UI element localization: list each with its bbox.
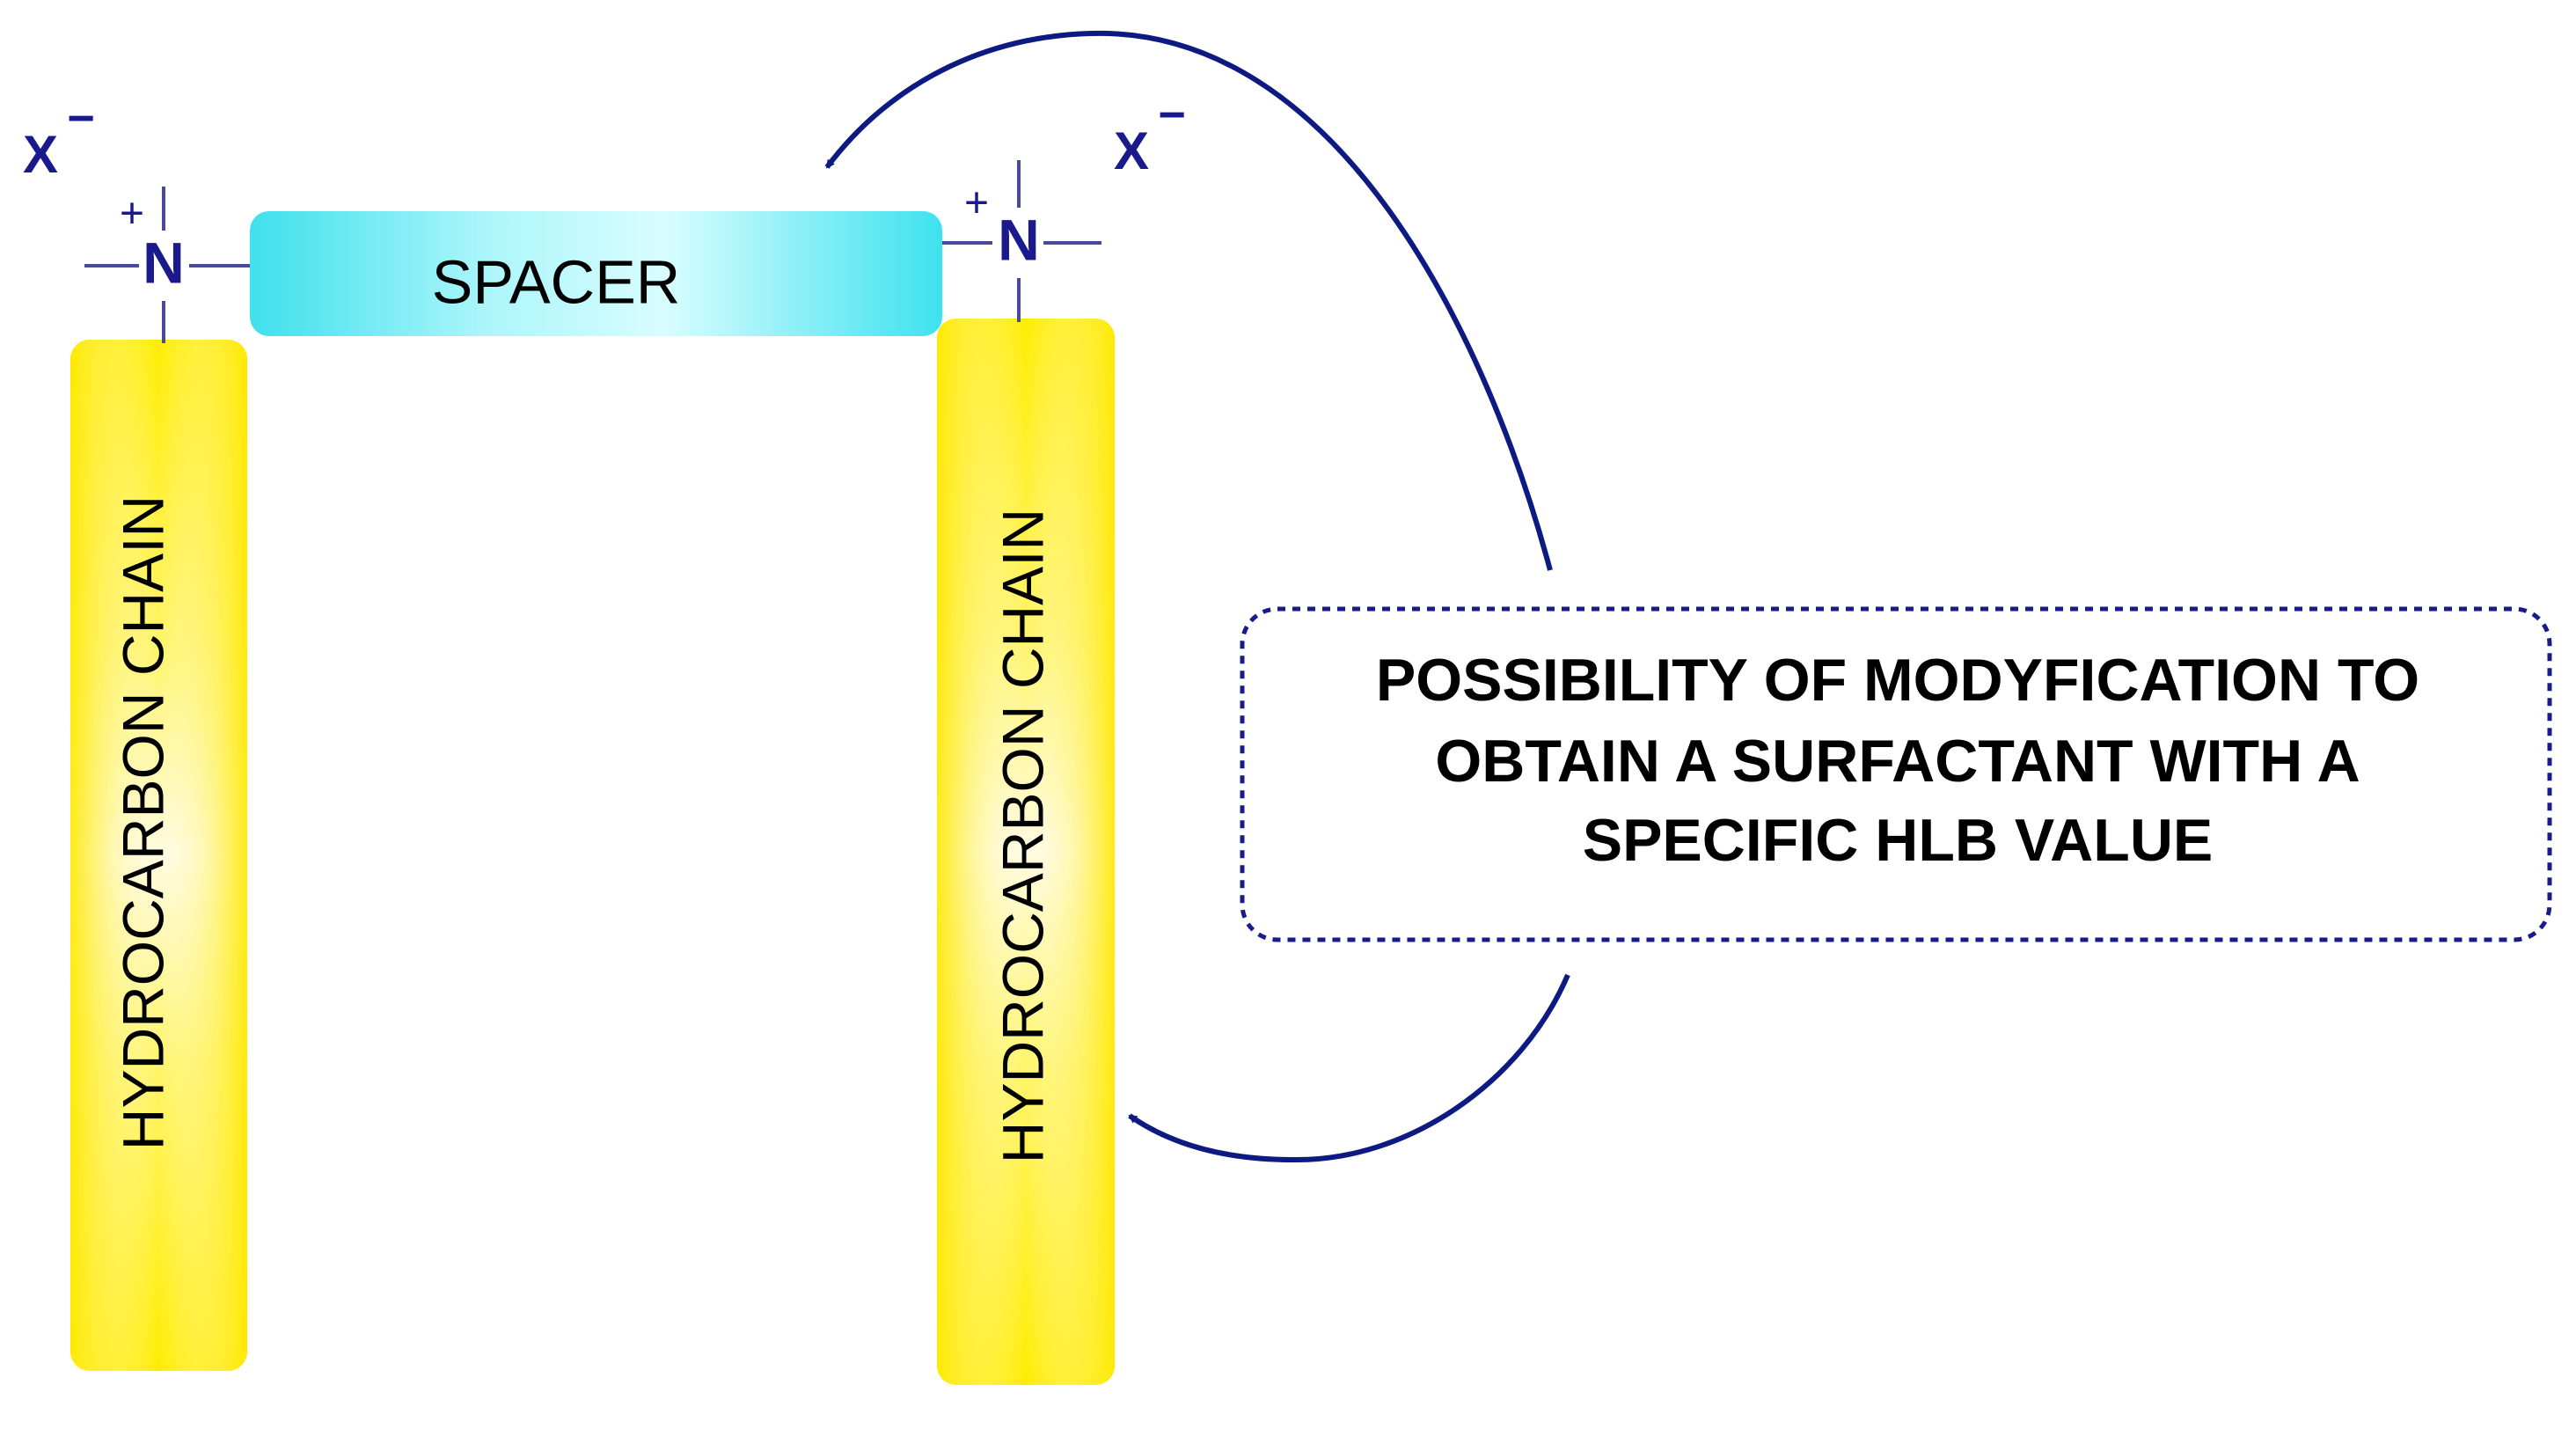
- hydrocarbon-chain-left: HYDROCARBON CHAIN: [70, 340, 247, 1371]
- spacer-label: SPACER: [432, 247, 681, 316]
- counterion-right: − X: [1114, 88, 1186, 180]
- arrow-to-chain: [1128, 973, 1570, 1163]
- arrow-to-spacer: [824, 30, 1553, 571]
- chain-label-right: HYDROCARBON CHAIN: [990, 509, 1055, 1163]
- ammonium-group-left: [84, 187, 250, 343]
- counterion-left: X −: [23, 92, 95, 184]
- counterion-symbol-right-letter: X: [1114, 121, 1149, 180]
- counterion-charge-left: −: [67, 92, 95, 144]
- nitrogen-left: N: [143, 230, 185, 295]
- counterion-symbol-right: −: [1158, 88, 1186, 141]
- ammonium-group-right: [942, 160, 1101, 322]
- callout-line-2: OBTAIN A SURFACTANT WITH A: [1435, 728, 2360, 795]
- modification-callout: POSSIBILITY OF MODYFICATION TO OBTAIN A …: [1240, 606, 2552, 942]
- charge-plus-left: +: [120, 191, 144, 238]
- callout-line-3: SPECIFIC HLB VALUE: [1583, 807, 2214, 874]
- nitrogen-right: N: [998, 207, 1040, 272]
- chain-label-left: HYDROCARBON CHAIN: [110, 495, 175, 1150]
- hydrocarbon-chain-right: HYDROCARBON CHAIN: [937, 319, 1115, 1385]
- callout-line-1: POSSIBILITY OF MODYFICATION TO: [1376, 647, 2419, 714]
- charge-plus-right: +: [964, 180, 989, 227]
- spacer-block: SPACER: [250, 211, 942, 336]
- counterion-symbol-left: X: [23, 125, 58, 184]
